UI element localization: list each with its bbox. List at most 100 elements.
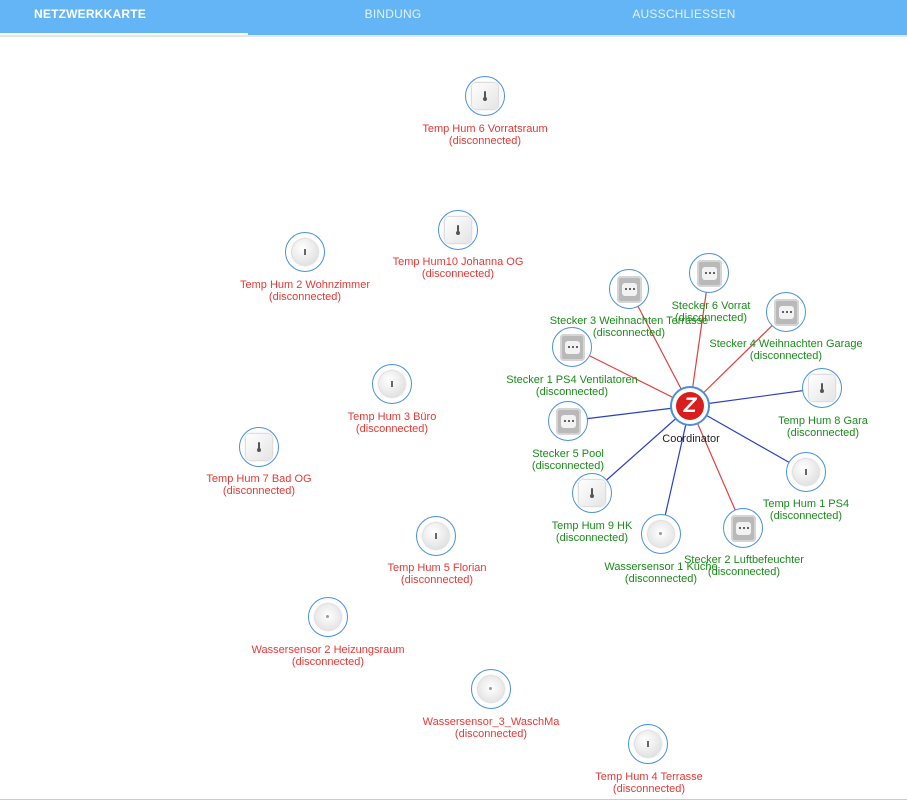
device-node-st4[interactable] xyxy=(766,292,806,332)
device-label-st3: Stecker 3 Weihnachten Terrasse(disconnec… xyxy=(549,315,709,339)
device-status: (disconnected) xyxy=(707,565,781,578)
coordinator-node[interactable]: Z xyxy=(670,386,710,426)
smart-plug-icon xyxy=(556,408,581,435)
device-node-th9[interactable] xyxy=(572,473,612,513)
link-ws1 xyxy=(660,405,691,535)
round-temp-sensor-icon xyxy=(423,523,449,549)
device-label-ws1: Wassersensor 1 Küche(disconnected) xyxy=(604,561,718,585)
device-node-th7[interactable] xyxy=(239,427,279,467)
device-node-th4[interactable] xyxy=(628,724,668,764)
link-st4 xyxy=(689,311,787,407)
device-name: Wassersensor 1 Küche xyxy=(604,561,718,573)
link-st2 xyxy=(689,405,744,529)
device-node-st6[interactable] xyxy=(689,253,729,293)
device-label-th1: Temp Hum 1 PS4(disconnected) xyxy=(762,498,850,522)
device-label-th8: Temp Hum 8 Gara(disconnected) xyxy=(778,415,868,439)
device-status: (disconnected) xyxy=(222,484,296,497)
device-node-st5[interactable] xyxy=(548,401,588,441)
device-status: (disconnected) xyxy=(786,426,860,439)
device-name: Temp Hum 9 HK xyxy=(551,520,633,532)
device-status: (disconnected) xyxy=(769,509,843,522)
device-label-th4: Temp Hum 4 Terrasse(disconnected) xyxy=(595,771,702,795)
temp-humidity-sensor-icon xyxy=(579,480,605,506)
device-name: Stecker 6 Vorrat xyxy=(671,300,751,312)
device-status: (disconnected) xyxy=(612,782,686,795)
device-status: (disconnected) xyxy=(535,385,609,398)
device-node-ws1[interactable] xyxy=(641,514,681,554)
active-tab-indicator xyxy=(0,33,248,35)
device-status: (disconnected) xyxy=(400,573,474,586)
water-sensor-icon xyxy=(478,676,504,702)
device-label-th3: Temp Hum 3 Büro(disconnected) xyxy=(347,411,437,435)
tab-bindung[interactable]: BINDUNG xyxy=(364,7,422,21)
tab-netzwerkkarte[interactable]: NETZWERKKARTE xyxy=(34,7,146,21)
device-status: (disconnected) xyxy=(355,422,429,435)
device-node-th3[interactable] xyxy=(372,364,412,404)
smart-plug-icon xyxy=(731,515,756,542)
device-status: (disconnected) xyxy=(749,349,823,362)
device-label-st4: Stecker 4 Weihnachten Garage(disconnecte… xyxy=(709,338,863,362)
device-node-th8[interactable] xyxy=(802,368,842,408)
round-temp-sensor-icon xyxy=(379,371,405,397)
link-st3 xyxy=(628,288,691,407)
round-temp-sensor-icon xyxy=(292,239,318,265)
water-sensor-icon xyxy=(315,604,341,630)
tab-bar-divider xyxy=(0,35,907,37)
device-name: Wassersensor_3_WaschMa xyxy=(422,716,560,728)
smart-plug-icon xyxy=(774,299,799,326)
device-node-st3[interactable] xyxy=(609,269,649,309)
device-name: Stecker 3 Weihnachten Terrasse xyxy=(549,315,709,327)
temp-humidity-sensor-icon xyxy=(445,217,471,243)
device-label-st1: Stecker 1 PS4 Ventilatoren(disconnected) xyxy=(506,374,638,398)
device-node-th5[interactable] xyxy=(416,516,456,556)
link-th1 xyxy=(689,405,807,473)
device-status: (disconnected) xyxy=(421,267,495,280)
device-name: Temp Hum 5 Florian xyxy=(387,562,487,574)
device-name: Wassersensor 2 Heizungsraum xyxy=(251,644,405,656)
round-temp-sensor-icon xyxy=(635,731,661,757)
device-label-ws3: Wassersensor_3_WaschMa(disconnected) xyxy=(422,716,560,740)
device-name: Temp Hum 1 PS4 xyxy=(762,498,850,510)
device-label-st6: Stecker 6 Vorrat(disconnected) xyxy=(671,300,751,324)
device-status: (disconnected) xyxy=(674,311,748,324)
bottom-divider xyxy=(0,799,907,800)
device-label-th5: Temp Hum 5 Florian(disconnected) xyxy=(387,562,487,586)
device-node-th6[interactable] xyxy=(465,76,505,116)
water-sensor-icon xyxy=(648,521,674,547)
device-node-st2[interactable] xyxy=(723,508,763,548)
temp-humidity-sensor-icon xyxy=(246,434,272,460)
device-status: (disconnected) xyxy=(448,134,522,147)
device-label-th10: Temp Hum10 Johanna OG(disconnected) xyxy=(393,256,524,280)
device-node-th1[interactable] xyxy=(786,452,826,492)
coordinator-label: Coordinator xyxy=(662,433,720,445)
tab-bar: NETZWERKKARTE BINDUNG AUSSCHLIESSEN xyxy=(0,0,907,35)
device-node-th10[interactable] xyxy=(438,210,478,250)
device-label-th6: Temp Hum 6 Vorratsraum(disconnected) xyxy=(422,123,547,147)
temp-humidity-sensor-icon xyxy=(472,83,498,109)
device-name: Temp Hum 2 Wohnzimmer xyxy=(240,279,370,291)
link-st5 xyxy=(567,405,691,422)
smart-plug-icon xyxy=(560,334,585,361)
device-status: (disconnected) xyxy=(555,531,629,544)
device-node-ws3[interactable] xyxy=(471,669,511,709)
device-name: Stecker 4 Weihnachten Garage xyxy=(709,338,863,350)
link-st6 xyxy=(689,272,710,407)
device-status: (disconnected) xyxy=(592,326,666,339)
device-node-ws2[interactable] xyxy=(308,597,348,637)
device-node-th2[interactable] xyxy=(285,232,325,272)
temp-humidity-sensor-icon xyxy=(809,375,835,401)
device-name: Stecker 1 PS4 Ventilatoren xyxy=(506,374,638,386)
device-status: (disconnected) xyxy=(531,459,605,472)
tab-ausschliessen[interactable]: AUSSCHLIESSEN xyxy=(632,7,736,21)
link-th9 xyxy=(591,405,691,494)
smart-plug-icon xyxy=(617,276,642,303)
device-label-th7: Temp Hum 7 Bad OG(disconnected) xyxy=(206,473,311,497)
device-label-th2: Temp Hum 2 Wohnzimmer(disconnected) xyxy=(240,279,370,303)
round-temp-sensor-icon xyxy=(793,459,819,485)
device-node-st1[interactable] xyxy=(552,327,592,367)
device-status: (disconnected) xyxy=(291,655,365,668)
link-st1 xyxy=(571,346,691,407)
device-name: Temp Hum 8 Gara xyxy=(778,415,868,427)
device-name: Temp Hum 3 Büro xyxy=(347,411,437,423)
